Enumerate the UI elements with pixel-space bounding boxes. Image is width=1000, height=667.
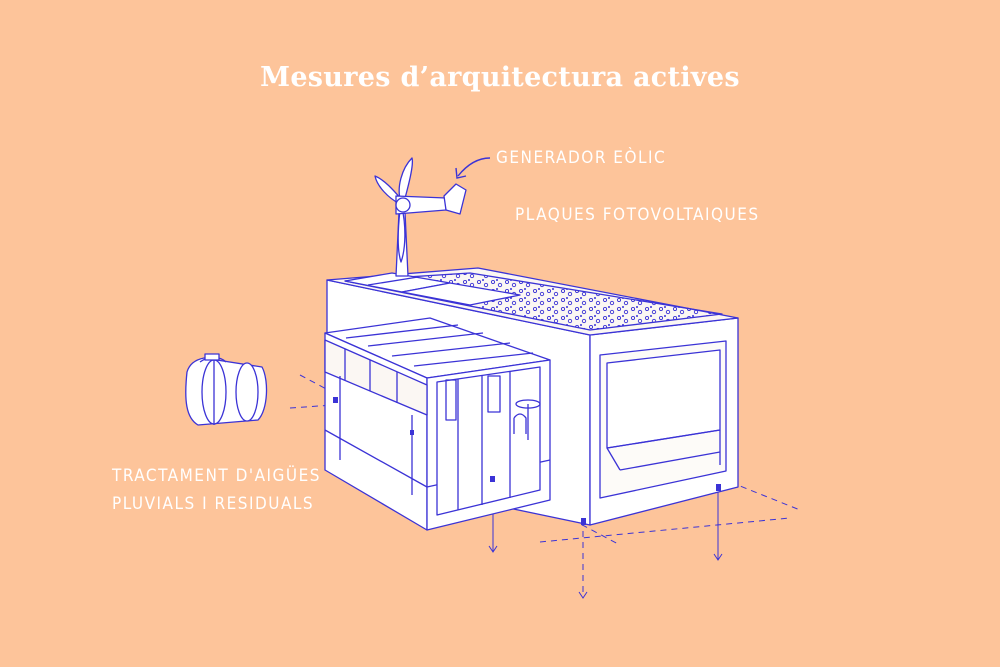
label-solar-panels: PLAQUES FOTOVOLTAIQUES: [515, 205, 760, 225]
water-tank: [185, 353, 268, 426]
wind-turbine: [374, 157, 467, 277]
page-title: Mesures d’arquitectura actives: [260, 62, 740, 93]
pv-panel-2: [401, 282, 521, 306]
turbine-blade-up: [398, 157, 414, 203]
turbine-blade-down: [397, 207, 406, 263]
label-water-treatment-line1: TRACTAMENT D'AIGÜES: [112, 466, 321, 486]
label-water-treatment: TRACTAMENT D'AIGÜES PLUVIALS I RESIDUALS: [112, 462, 321, 518]
label-wind-generator: GENERADOR EÒLIC: [496, 148, 667, 168]
extension-module: [324, 317, 551, 531]
turbine-tail: [443, 183, 467, 215]
wind-label-arrow: [457, 157, 491, 177]
turbine-blade-left: [374, 175, 403, 205]
label-water-treatment-line2: PLUVIALS I RESIDUALS: [112, 494, 315, 514]
post-caps: [333, 397, 721, 525]
